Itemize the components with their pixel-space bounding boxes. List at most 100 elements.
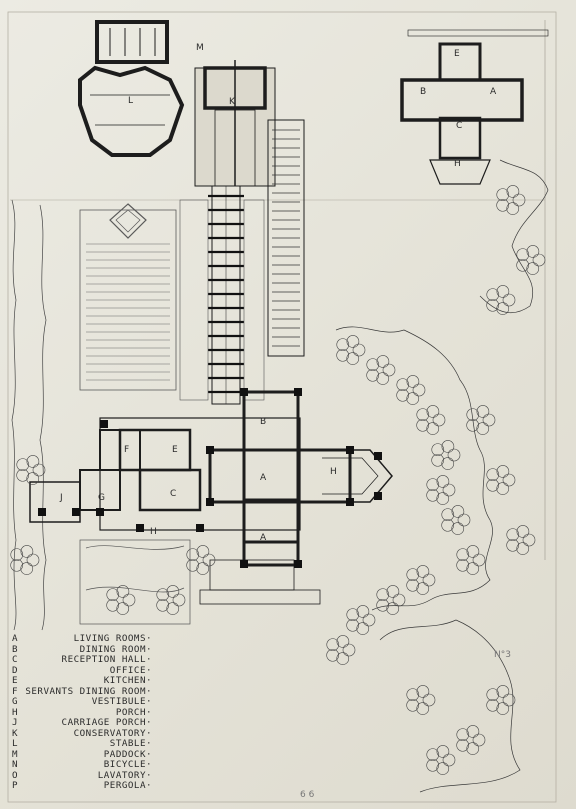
foliage-scallop xyxy=(426,488,439,502)
legend-dot: · xyxy=(146,759,153,770)
foliage-scallop xyxy=(431,443,445,456)
legend-name: VESTIBULE xyxy=(91,696,146,707)
foliage-scallop xyxy=(466,725,480,738)
house-piers xyxy=(38,388,382,568)
foliage-scallop xyxy=(431,453,444,467)
foliage-scallop xyxy=(26,455,40,468)
label-kitchen: E xyxy=(172,445,178,455)
label-reception: C xyxy=(170,489,176,499)
legend-name: RECEPTION HALL xyxy=(61,654,146,665)
gardeners-cottage xyxy=(400,29,549,185)
foliage-scallop xyxy=(326,638,340,651)
legend-dot: · xyxy=(146,685,153,697)
foliage-scallop xyxy=(502,693,516,707)
foliage-scallop xyxy=(466,545,480,558)
legend-name: PADDOCK xyxy=(103,748,146,760)
foliage-scallop xyxy=(466,408,480,421)
conservatory xyxy=(194,60,276,187)
foliage-scallop xyxy=(506,528,520,541)
foliage-scallop xyxy=(502,293,516,307)
legend-name: CONSERVATORY xyxy=(73,727,146,739)
foliage-scallop xyxy=(482,413,496,427)
foliage-scallop xyxy=(426,748,440,761)
legend-dot: · xyxy=(146,633,153,644)
foliage-scallop xyxy=(476,405,490,418)
foliage-scallop xyxy=(506,202,520,215)
foliage-scallop xyxy=(336,338,350,351)
foliage-scallop xyxy=(442,483,456,497)
foliage-scallop xyxy=(486,478,499,492)
foliage-scallop xyxy=(451,505,465,518)
foliage-scallop xyxy=(346,335,360,348)
foliage-scallop xyxy=(406,375,420,388)
foliage-scallop xyxy=(196,545,210,558)
foliage-scallop xyxy=(366,358,380,371)
foliage-scallop xyxy=(441,457,455,470)
foliage-scallop xyxy=(457,513,471,527)
foliage-scallop xyxy=(496,465,510,478)
label-vestibule: G xyxy=(98,493,105,503)
foliage-scallop xyxy=(426,478,440,491)
legend-key: D xyxy=(12,664,19,676)
foliage-scallop xyxy=(506,538,519,552)
foliage-scallop xyxy=(342,643,356,657)
foliage-scallop xyxy=(416,702,430,715)
pergola-ties xyxy=(208,194,244,394)
label-stable: L xyxy=(128,96,133,106)
foliage-scallop xyxy=(186,548,200,561)
foliage-scallop xyxy=(412,383,426,397)
legend-key: B xyxy=(12,643,19,655)
foliage-scallop xyxy=(352,343,366,357)
foliage-scallop xyxy=(526,245,540,258)
foliage-scallop xyxy=(20,562,34,575)
legend-name: BICYCLE xyxy=(103,759,146,770)
legend-row: N BICYCLE· xyxy=(12,759,153,771)
tree-bubbles xyxy=(10,185,546,775)
foliage-scallop xyxy=(396,388,409,402)
label-porch-2: H xyxy=(150,527,157,537)
label-living-2: A xyxy=(260,533,267,543)
foliage-scallop xyxy=(346,618,359,632)
label-cottage-living: A xyxy=(490,87,497,97)
foliage-scallop xyxy=(202,553,216,567)
legend-name: DINING ROOM xyxy=(79,643,146,655)
legend-name: LAVATORY xyxy=(97,769,146,781)
foliage-scallop xyxy=(451,522,465,535)
foliage-scallop xyxy=(436,745,450,758)
foliage-scallop xyxy=(466,562,480,575)
footer-note: 6 6 xyxy=(300,790,315,800)
foliage-scallop xyxy=(436,475,450,488)
legend-key: A xyxy=(12,633,19,644)
garden-bed-middle xyxy=(179,199,265,401)
foliage-scallop xyxy=(426,405,440,418)
legend-key: L xyxy=(12,738,19,749)
foliage-scallop xyxy=(366,368,379,382)
legend-name: STABLE xyxy=(109,738,146,749)
legend-dot: · xyxy=(146,769,153,781)
foliage-scallop xyxy=(516,542,530,555)
legend-key: F xyxy=(12,685,19,697)
foliage-scallop xyxy=(496,198,509,212)
foliage-scallop xyxy=(382,363,396,377)
stable-building xyxy=(78,20,185,157)
foliage-scallop xyxy=(376,355,390,368)
foliage-scallop xyxy=(466,418,479,432)
main-house xyxy=(29,390,393,605)
legend-key: N xyxy=(12,759,19,770)
garden-bed-left xyxy=(79,203,177,391)
foliage-scallop xyxy=(441,508,455,521)
tree-masses xyxy=(335,159,549,793)
label-paddock: M xyxy=(196,43,204,53)
foliage-scallop xyxy=(392,593,406,607)
legend-name: CARRIAGE PORCH xyxy=(61,717,146,728)
